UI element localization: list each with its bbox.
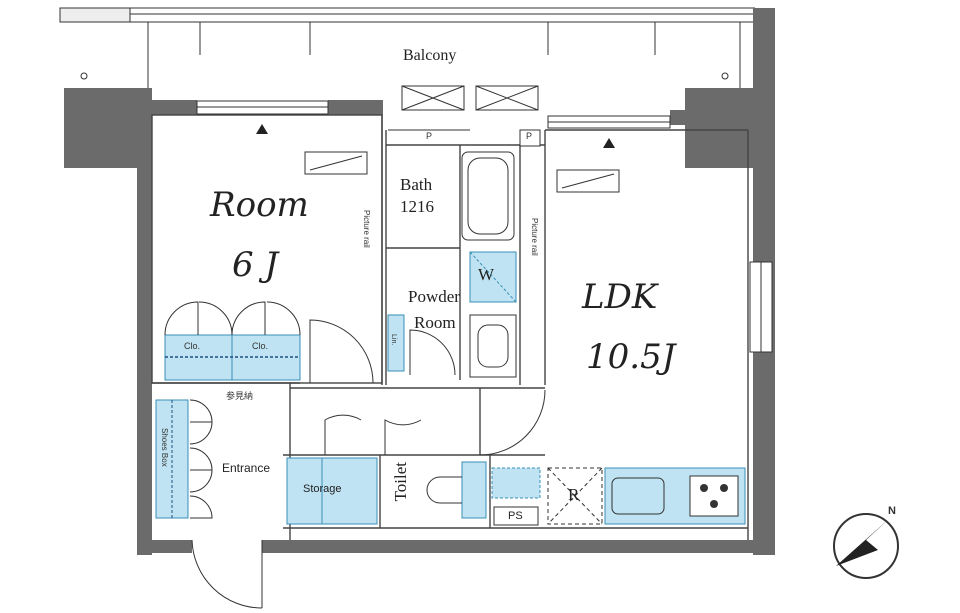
compass-icon	[833, 513, 899, 579]
room-label: Room	[210, 185, 309, 225]
vanity	[469, 314, 517, 378]
windows	[196, 100, 773, 353]
ac-units	[401, 85, 539, 111]
entrance-label: Entrance	[222, 461, 271, 475]
toilet-label: Toilet	[391, 462, 410, 502]
storage-label: Storage	[303, 483, 342, 495]
powder-room-label-2: Room	[414, 313, 456, 332]
balcony-label: Balcony	[403, 47, 457, 64]
ps-box	[493, 506, 539, 526]
shoe-box-label: Shoes Box	[160, 428, 169, 467]
fridge-label: R	[568, 485, 580, 504]
picture-rail-room: Picture rail	[362, 210, 371, 248]
linen-shelf	[387, 314, 405, 372]
storage	[286, 457, 378, 525]
linen-label: Lin.	[390, 334, 397, 346]
washer-label: W	[478, 265, 495, 284]
bath-label: Bath	[400, 175, 433, 194]
powder-room-label: Powder	[408, 287, 460, 306]
ldk-label: LDK	[582, 277, 658, 317]
closet-label-1: Clo.	[184, 341, 201, 351]
ps-label: PS	[508, 510, 523, 522]
room-size: 6 J	[232, 245, 279, 285]
kitchen-counter	[604, 467, 746, 525]
wash-counter	[491, 467, 541, 499]
closet-doors	[164, 301, 301, 336]
window-marker-room	[256, 124, 268, 134]
compass-north-label: N	[888, 505, 896, 517]
inner-walls	[151, 114, 749, 540]
kanji-label: 参見納	[226, 391, 254, 401]
closet-label-2: Clo.	[252, 341, 269, 351]
toilet-fixture	[426, 461, 487, 519]
interior-doors	[309, 319, 546, 456]
picture-rail-ldk: Picture rail	[530, 218, 539, 256]
bath-size: 1216	[400, 197, 434, 216]
entrance-door	[191, 539, 263, 609]
fridge-space	[547, 467, 603, 525]
pipe-label-1: P	[426, 131, 433, 141]
window-marker-ldk	[603, 138, 615, 148]
pipe-box	[519, 129, 541, 147]
closets	[164, 334, 301, 381]
pipe-label-2: P	[526, 131, 533, 141]
ldk-size: 10.5J	[586, 337, 676, 377]
shoe-box-doors	[189, 399, 213, 519]
vents	[304, 151, 620, 193]
bathtub	[461, 151, 515, 241]
balcony-rail	[59, 7, 755, 88]
shoe-box	[155, 399, 189, 519]
stove-burners	[700, 484, 728, 508]
washer-pan	[469, 251, 517, 303]
walls	[64, 8, 775, 555]
